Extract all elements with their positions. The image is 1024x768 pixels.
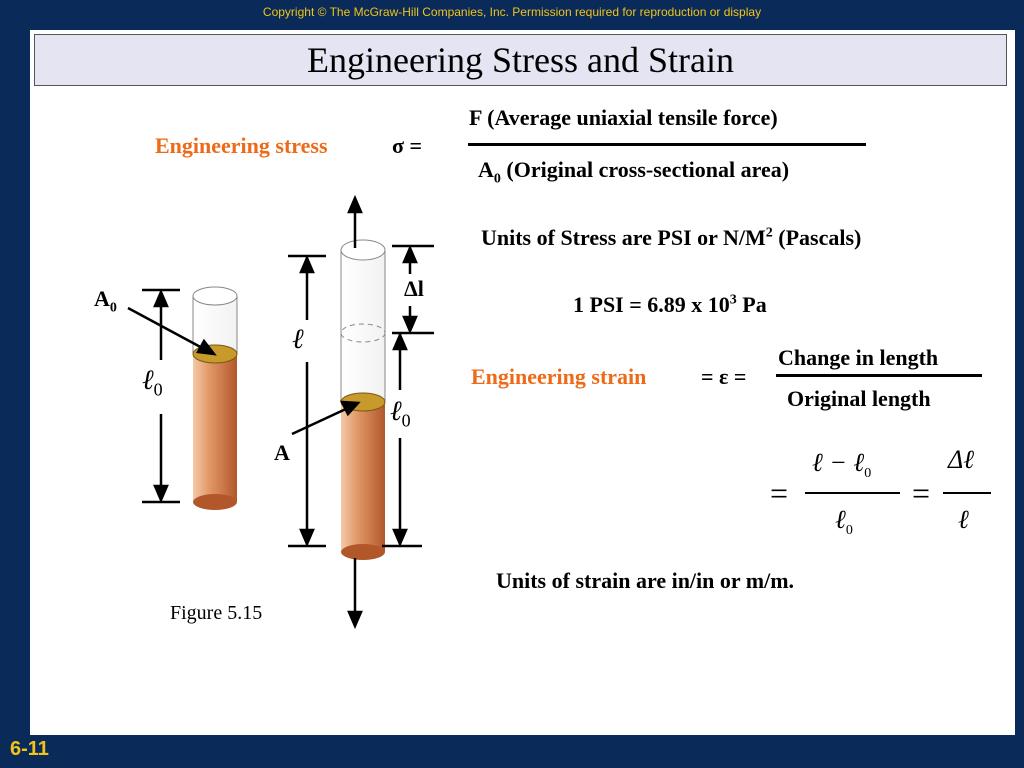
stress-denominator: A0 (Original cross-sectional area) bbox=[478, 157, 790, 187]
stress-units: Units of Stress are PSI or N/M2 (Pascals… bbox=[481, 225, 862, 250]
strain-denominator: Original length bbox=[787, 386, 931, 411]
dimension-l bbox=[288, 254, 326, 548]
stress-symbol: σ = bbox=[392, 133, 423, 158]
equals-sign-1: = bbox=[770, 475, 789, 511]
dimension-l0-right bbox=[382, 331, 422, 548]
original-specimen bbox=[192, 286, 238, 510]
dimension-l0-left bbox=[142, 288, 180, 504]
fraction2-numerator: Δℓ bbox=[948, 445, 975, 474]
strain-units: Units of strain are in/in or m/m. bbox=[496, 568, 795, 593]
label-a0: A0 bbox=[94, 286, 117, 316]
a-pointer-arrow bbox=[291, 400, 361, 436]
slide-number: 6-11 bbox=[10, 738, 49, 760]
stress-numerator: F (Average uniaxial tensile force) bbox=[469, 105, 778, 130]
stretched-specimen bbox=[340, 239, 386, 560]
equals-sign-2: = bbox=[912, 475, 931, 511]
engineering-strain-label: Engineering strain bbox=[471, 364, 647, 389]
engineering-stress-label: Engineering stress bbox=[155, 133, 328, 158]
tensile-specimen-figure bbox=[127, 194, 434, 630]
label-l: ℓ bbox=[292, 324, 304, 355]
fraction1-numerator: ℓ − ℓ0 bbox=[812, 448, 872, 482]
strain-fraction-bar bbox=[776, 374, 982, 377]
slide: Engineering Stress and Strain Engineerin… bbox=[30, 30, 1015, 735]
figure-caption: Figure 5.15 bbox=[170, 602, 263, 624]
a0-pointer-arrow bbox=[127, 306, 217, 356]
label-l0-right: ℓ0 bbox=[390, 396, 411, 431]
label-delta-l: Δl bbox=[404, 276, 424, 301]
fraction1-denominator: ℓ0 bbox=[835, 505, 853, 539]
stress-fraction-bar bbox=[468, 143, 866, 146]
psi-conversion: 1 PSI = 6.89 x 103 Pa bbox=[573, 292, 767, 317]
strain-numerator: Change in length bbox=[778, 345, 939, 370]
label-l0-left: ℓ0 bbox=[142, 365, 163, 400]
strain-symbol: = ε = bbox=[701, 364, 747, 389]
fraction1-bar bbox=[805, 492, 900, 494]
label-a: A bbox=[274, 440, 290, 465]
slide-title: Engineering Stress and Strain bbox=[34, 34, 1007, 86]
dimension-delta-l bbox=[392, 244, 434, 335]
fraction2-denominator: ℓ bbox=[958, 505, 969, 534]
fraction2-bar bbox=[943, 492, 991, 494]
force-arrows bbox=[347, 194, 363, 630]
copyright-notice: Copyright © The McGraw-Hill Companies, I… bbox=[262, 5, 762, 19]
